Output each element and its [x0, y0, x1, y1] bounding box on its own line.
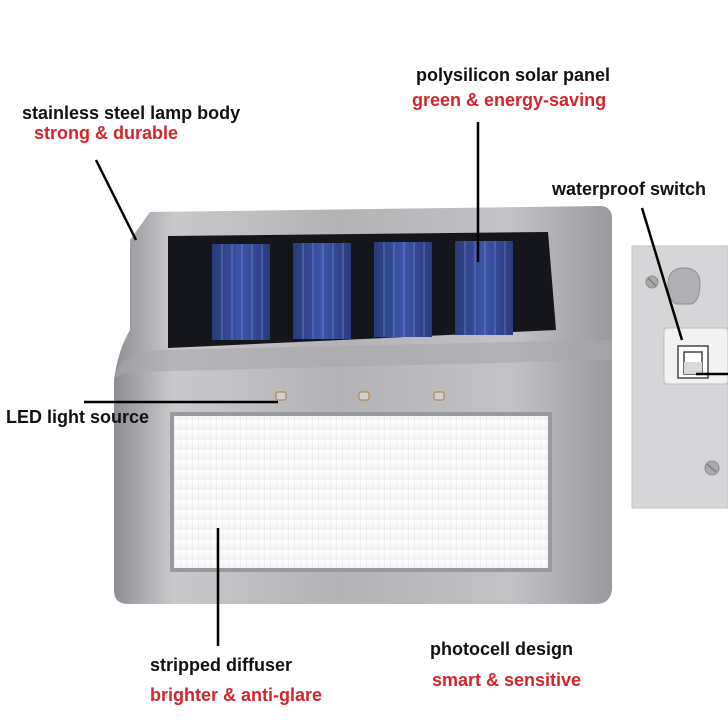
solar-cell [374, 242, 432, 337]
lamp-body-subtitle: strong & durable [34, 123, 179, 143]
led-title: LED light source [6, 407, 150, 427]
led-light-source [275, 391, 445, 401]
solar-cell [455, 241, 513, 335]
leader-line-lamp-body [94, 159, 138, 241]
diffuser-subtitle: brighter & anti-glare [150, 685, 323, 705]
solar-panel-title: polysilicon solar panel [416, 65, 611, 85]
solar-panel-subtitle: green & energy-saving [412, 90, 607, 110]
lamp-body-title: stainless steel lamp body [22, 103, 241, 123]
photocell-title: photocell design [430, 639, 574, 659]
waterproof-switch [663, 327, 728, 385]
leader-line-switch [640, 207, 684, 341]
solar-cell [212, 244, 270, 340]
solar-panel [168, 232, 556, 348]
diffuser-title: stripped diffuser [150, 655, 293, 675]
switch-title: waterproof switch [552, 179, 707, 199]
photocell-subtitle: smart & sensitive [432, 670, 582, 690]
leader-lines [84, 122, 728, 646]
light-diffuser [170, 412, 552, 572]
solar-cell [293, 243, 351, 339]
